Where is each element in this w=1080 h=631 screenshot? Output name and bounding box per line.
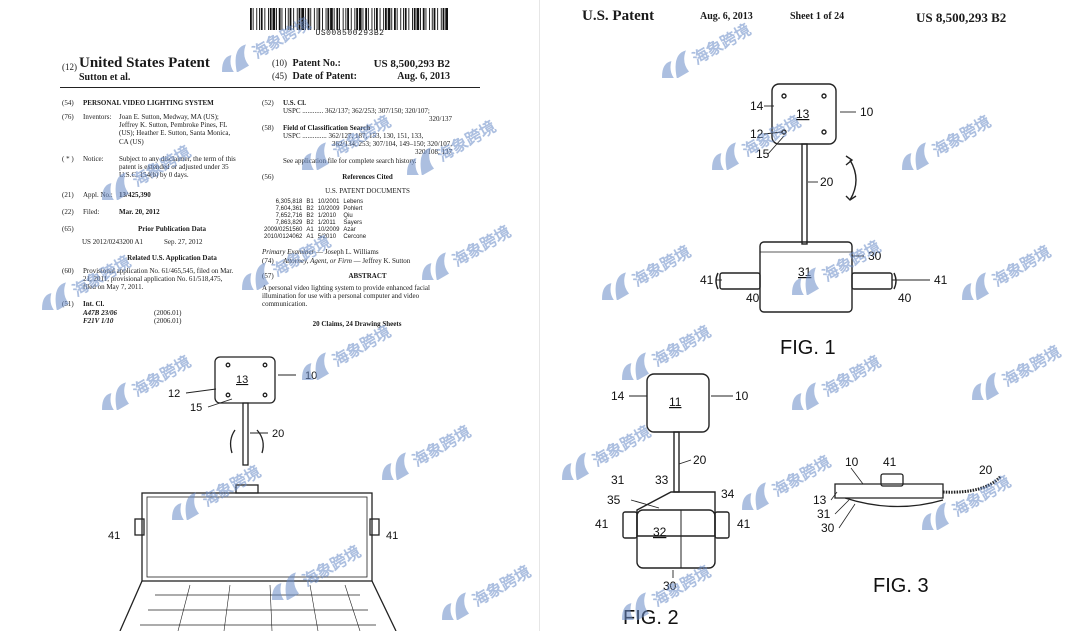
barcode-number: US008500293B2 (315, 29, 385, 38)
search-history-note: See application file for complete search… (283, 157, 417, 165)
field-int-cl: (51) Int. Cl. A47B 23/06 (2006.01) F21V … (62, 300, 182, 325)
gooseneck-arm (242, 402, 249, 466)
fig2-base (636, 491, 716, 537)
fig3-light-head (834, 483, 944, 499)
fig3-label-30: 30 (821, 521, 835, 535)
fig1-label-20: 20 (820, 175, 834, 189)
fig1-arm (801, 143, 808, 245)
label-41-right: 41 (386, 530, 398, 542)
fig1-left-clip (719, 272, 761, 290)
refs-subheading: U.S. PATENT DOCUMENTS (325, 187, 410, 195)
field-related: (60) Provisional application No. 61/465,… (62, 267, 234, 292)
patent-front-page: US008500293B2 (12) United States Patent … (60, 8, 480, 631)
fig1-right-clip (851, 272, 893, 290)
fig1-label-41-right: 41 (934, 273, 948, 287)
laptop-screen (141, 492, 373, 582)
label-10: 10 (305, 370, 317, 382)
fig1-label-13: 13 (796, 107, 810, 121)
fig2-label-33: 33 (655, 473, 669, 487)
fig-3: 10 41 20 13 31 30 FIG. 3 (813, 455, 1003, 597)
fig2-label-11: 11 (669, 395, 682, 409)
fig2-label-34: 34 (721, 487, 735, 501)
field-notice: ( * ) Notice: Subject to any disclaimer,… (62, 155, 236, 180)
barcode (250, 8, 448, 30)
fig-2: 11 14 10 20 31 33 35 34 41 41 32 30 FIG.… (595, 373, 751, 629)
patent-country-title: United States Patent (79, 55, 210, 71)
field-classification: (58) Field of Classification Search USPC… (262, 124, 452, 156)
fig2-label-35: 35 (607, 493, 621, 507)
front-page-drawing: 13 10 12 15 20 41 41 (108, 356, 398, 631)
patent-number: US 8,500,293 B2 (373, 58, 450, 70)
field-prior-pub-row: US 2012/0243200 A1 Sep. 27, 2012 (82, 238, 203, 246)
header-rule (60, 87, 480, 88)
patent-date: Aug. 6, 2013 (397, 71, 450, 82)
fig3-label-20: 20 (979, 463, 993, 477)
sheet-header-title: U.S. Patent (582, 8, 655, 24)
abstract-text: A personal video lighting system to prov… (262, 284, 430, 309)
fig2-caption: FIG. 2 (623, 607, 679, 629)
fig2-label-14: 14 (611, 389, 625, 403)
label-15: 15 (190, 402, 202, 414)
laptop-base (119, 580, 397, 631)
page-divider (539, 0, 540, 631)
inventor-short: Sutton et al. (79, 72, 131, 83)
fig2-label-30: 30 (663, 579, 677, 593)
fig-1: 13 14 10 12 15 20 30 31 41 41 40 40 FIG.… (700, 83, 948, 359)
field-inventors: (76) Inventors: Joan E. Sutton, Medway, … (62, 113, 231, 146)
fig2-label-41-left: 41 (595, 517, 609, 531)
label-20: 20 (272, 428, 284, 440)
fig1-label-30: 30 (868, 249, 882, 263)
fig1-label-31: 31 (798, 265, 812, 279)
fig3-label-10: 10 (845, 455, 859, 469)
fig2-label-20: 20 (693, 453, 707, 467)
label-12: 12 (168, 388, 180, 400)
fig2-label-41-right: 41 (737, 517, 751, 531)
claims-count: 20 Claims, 24 Drawing Sheets (312, 320, 402, 328)
sheet-header-number: Sheet 1 of 24 (790, 11, 845, 22)
fig3-base (844, 497, 944, 508)
patent-drawing-sheet: U.S. Patent Aug. 6, 2013 Sheet 1 of 24 U… (540, 0, 1080, 631)
fig3-label-31: 31 (817, 507, 831, 521)
doc-code: (12) (62, 62, 77, 72)
patent-date-row: (45) Date of Patent: Aug. 6, 2013 (272, 71, 450, 82)
fig1-label-14: 14 (750, 99, 764, 113)
fig1-caption: FIG. 1 (780, 337, 836, 359)
sheet-header-date: Aug. 6, 2013 (700, 11, 753, 22)
fig3-cord (942, 474, 1003, 494)
fig3-label-13: 13 (813, 493, 827, 507)
fig2-arm (673, 431, 680, 493)
examiner: Primary Examiner — Joseph L. Williams (262, 248, 379, 256)
fig1-label-12: 12 (750, 127, 764, 141)
related-heading: Related U.S. Application Data (127, 254, 217, 262)
fig1-label-40-right: 40 (898, 291, 912, 305)
fig2-label-10: 10 (735, 389, 749, 403)
label-13: 13 (236, 374, 248, 386)
label-41-left: 41 (108, 530, 120, 542)
field-us-cl: (52) U.S. Cl. USPC ............ 362/137;… (262, 99, 452, 123)
fig1-label-10: 10 (860, 105, 874, 119)
fig1-label-41-left: 41 (700, 273, 714, 287)
sheet-header-patent-no: US 8,500,293 B2 (916, 10, 1007, 25)
patent-number-row: (10) Patent No.: US 8,500,293 B2 (272, 58, 450, 70)
fig2-label-32: 32 (653, 525, 667, 539)
fig1-label-40-left: 40 (746, 291, 760, 305)
fig2-label-31: 31 (611, 473, 625, 487)
fig1-label-15: 15 (756, 147, 770, 161)
fig3-label-41: 41 (883, 455, 897, 469)
fig3-caption: FIG. 3 (873, 575, 929, 597)
